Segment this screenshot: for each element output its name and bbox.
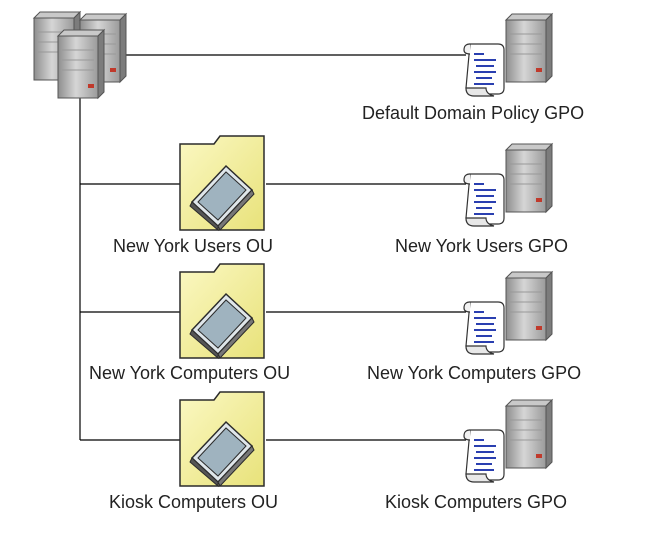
policy-server-icon bbox=[463, 399, 553, 483]
server-cluster-icon bbox=[33, 11, 127, 99]
default-domain-policy-gpo-label: Default Domain Policy GPO bbox=[362, 103, 585, 123]
ou-folder-icon bbox=[179, 263, 265, 359]
policy-server-icon bbox=[463, 143, 553, 227]
policy-server-icon bbox=[463, 13, 553, 97]
kiosk-computers-gpo-label: Kiosk Computers GPO bbox=[385, 492, 568, 512]
ny-users-ou-label: New York Users OU bbox=[113, 236, 274, 256]
connector-lines bbox=[79, 54, 466, 441]
ny-computers-gpo-label: New York Computers GPO bbox=[367, 363, 582, 383]
ou-folder-icon bbox=[179, 391, 265, 487]
ou-folder-icon bbox=[179, 135, 265, 231]
ny-computers-ou-label: New York Computers OU bbox=[89, 363, 291, 383]
policy-server-icon bbox=[463, 271, 553, 355]
ny-users-gpo-label: New York Users GPO bbox=[395, 236, 569, 256]
kiosk-computers-ou-label: Kiosk Computers OU bbox=[109, 492, 279, 512]
